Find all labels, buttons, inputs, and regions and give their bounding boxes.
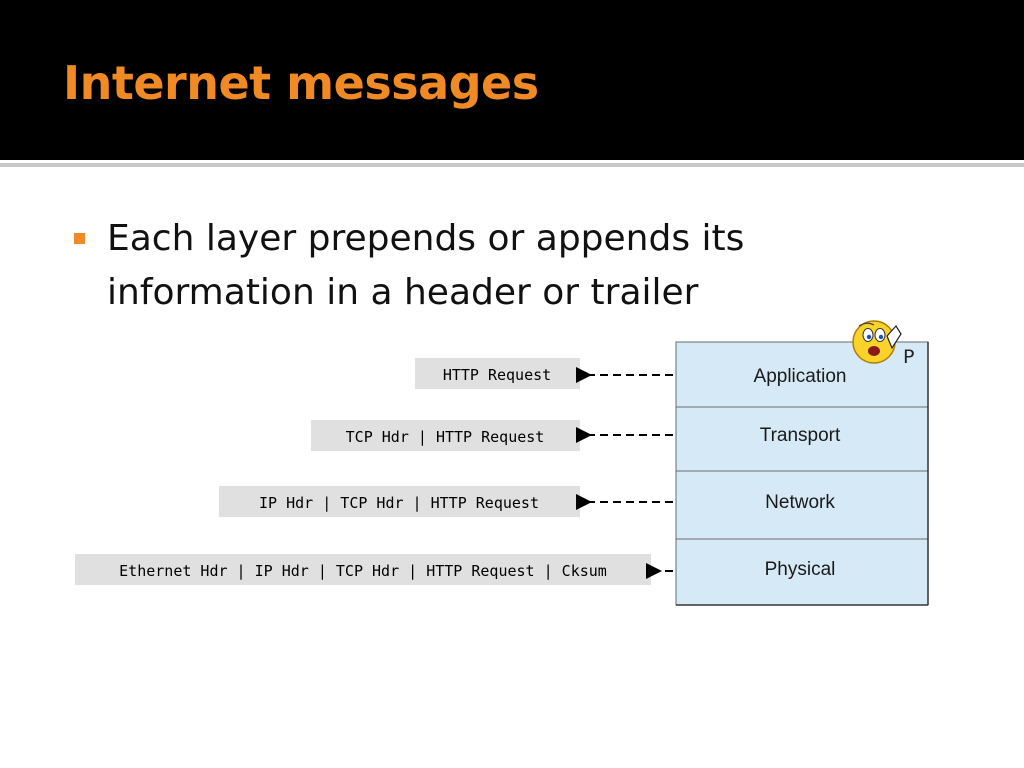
layer-label-physical: Physical (765, 559, 836, 580)
slide-title: Internet messages (63, 56, 539, 110)
message-box-ethernet (75, 554, 651, 585)
message-box-tcp (311, 420, 580, 451)
layer-box-application (675, 341, 929, 408)
worried-smiley-icon (852, 320, 902, 364)
layer-box-network (675, 470, 929, 540)
message-box-ip (219, 486, 580, 517)
message-boxes: HTTP Request TCP Hdr | HTTP Request IP H… (75, 358, 651, 585)
layer-box-transport (675, 406, 929, 472)
layer-label-transport: Transport (760, 425, 841, 446)
layer-label-network: Network (765, 492, 835, 513)
message-label-ethernet: Ethernet Hdr | IP Hdr | TCP Hdr | HTTP R… (119, 562, 607, 580)
bullet-marker-icon (74, 233, 85, 244)
bullet-text: Each layer prepends or appends its infor… (107, 212, 847, 320)
title-divider-light (0, 160, 1024, 163)
message-label-ip: IP Hdr | TCP Hdr | HTTP Request (259, 494, 539, 512)
layer-box-physical (675, 538, 929, 606)
bullet-line-2: information in a header or trailer (107, 272, 699, 313)
corner-letter: P (903, 346, 914, 368)
message-label-http: HTTP Request (443, 366, 551, 384)
message-box-http (415, 358, 580, 389)
bullet-line-1: Each layer prepends or appends its (107, 218, 745, 259)
layer-stack: Application Transport Network Physical (675, 341, 929, 606)
arrows (576, 367, 673, 579)
title-divider-gray (0, 163, 1024, 167)
title-bar (0, 0, 1024, 160)
message-label-tcp: TCP Hdr | HTTP Request (346, 428, 545, 446)
layer-label-application: Application (754, 366, 847, 387)
